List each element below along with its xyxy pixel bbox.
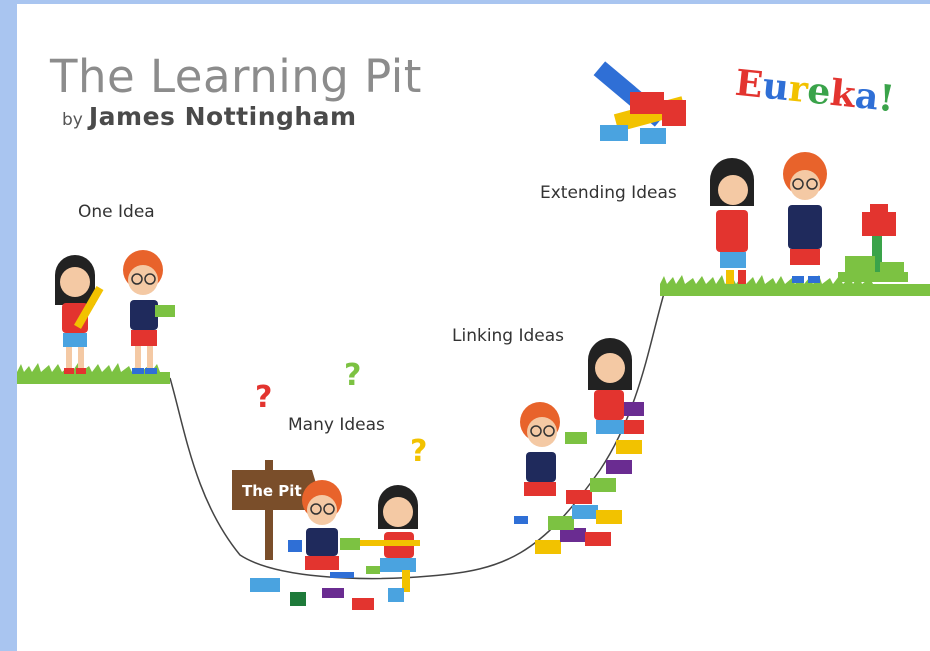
sign-text: The Pit [242, 482, 302, 500]
kid-girl-linking [588, 338, 632, 434]
pit-blocks [250, 540, 404, 610]
kid-boy-one-idea [123, 250, 175, 374]
question-mark-2: ? [344, 358, 362, 393]
page-title: The Learning Pit [50, 50, 422, 103]
the-pit-sign: The Pit [232, 460, 318, 560]
label-one-idea: One Idea [78, 202, 155, 222]
label-linking-ideas: Linking Ideas [452, 326, 565, 346]
label-many-ideas: Many Ideas [288, 415, 385, 435]
diagram-canvas [17, 4, 930, 651]
pit-curve [169, 289, 666, 580]
kid-girl-eureka [710, 158, 754, 284]
kid-boy-eureka [783, 152, 827, 283]
block-staircase [535, 402, 644, 554]
kid-boy-linking [514, 402, 587, 524]
question-mark-3: ? [410, 434, 428, 469]
kid-girl-one-idea [55, 255, 104, 374]
author-name: James Nottingham [88, 102, 357, 131]
question-mark-1: ? [255, 380, 273, 415]
kid-boy-pit [302, 480, 360, 578]
floating-lego-blocks [593, 61, 687, 144]
byline-by: by [62, 110, 83, 130]
left-grass-platform [17, 363, 170, 384]
label-extending-ideas: Extending Ideas [540, 183, 677, 203]
lego-flower [838, 204, 908, 282]
kid-girl-pit [360, 485, 420, 592]
